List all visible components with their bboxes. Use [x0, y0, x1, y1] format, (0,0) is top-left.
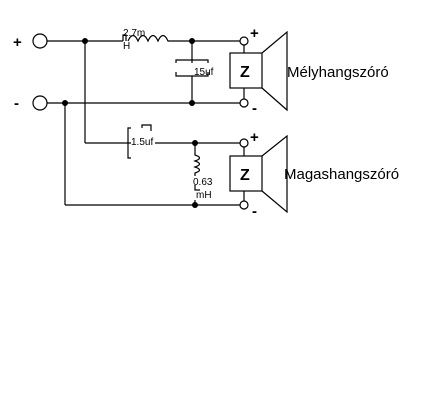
woofer-minus-sign: -: [252, 100, 257, 117]
woofer-label: Mélyhangszóró: [287, 64, 389, 81]
junction-dot: [192, 202, 198, 208]
woofer-capacitor-value: 15uf: [194, 67, 214, 78]
tweeter-inductor-lead: [194, 185, 200, 191]
tweeter-minus-sign: -: [252, 203, 257, 220]
tweeter-inductor-value: 0.63: [193, 177, 213, 188]
tweeter-feed-wire: [84, 41, 131, 144]
woofer-inductor-unit: H: [123, 41, 130, 52]
input-plus-sign: +: [13, 34, 22, 51]
input-plus-terminal: [32, 33, 48, 49]
tweeter-capacitor-value: 1.5uf: [131, 137, 153, 148]
woofer-impedance: Z: [240, 64, 250, 81]
junction-dot: [189, 100, 195, 106]
tweeter-label: Magashangszóró: [284, 166, 399, 183]
input-minus-terminal: [32, 95, 48, 111]
tweeter-impedance: Z: [240, 167, 250, 184]
woofer-inductor-coil: [120, 34, 174, 43]
woofer-capacitor: [175, 41, 209, 103]
tweeter-speaker: [229, 134, 288, 214]
tweeter-plus-sign: +: [250, 129, 259, 146]
tweeter-inductor-unit: mH: [196, 190, 212, 201]
woofer-plus-sign: +: [250, 25, 259, 42]
woofer-inductor-value: 2.7m: [123, 28, 145, 39]
woofer-speaker: [229, 30, 288, 112]
tweeter-inductor-coil: [193, 143, 201, 176]
input-minus-sign: -: [14, 95, 19, 112]
tweeter-negative-wire: [64, 103, 240, 206]
